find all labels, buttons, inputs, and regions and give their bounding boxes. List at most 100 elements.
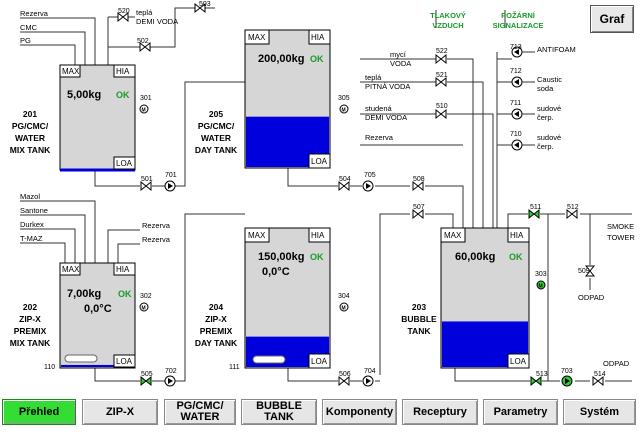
tank-202[interactable]: MAX HIA LOA 7,00kg OK 0,0°C	[59, 262, 136, 369]
valve-713-id: 713	[510, 44, 522, 51]
pump-705-icon[interactable]	[362, 180, 374, 192]
valve-510-label: studená	[365, 104, 393, 113]
mixer-302-id: 302	[140, 293, 152, 300]
mixer-301-id: 301	[140, 95, 152, 102]
tank-205-label: 205 PG/CMC/ WATER DAY TANK	[195, 109, 238, 155]
valve-712-label-2: soda	[537, 84, 554, 93]
odpad-label-2: ODPAD	[603, 359, 630, 368]
valve-710-id: 710	[510, 131, 522, 138]
valve-504-icon[interactable]	[338, 180, 350, 192]
tank-202-temperature: 0,0°C	[84, 303, 112, 315]
valve-508-id: 508	[413, 176, 425, 183]
tank-202-label: 202 ZIP-X PREMIX MIX TANK	[10, 302, 51, 348]
pipe-network	[20, 7, 632, 382]
tank-205-status: OK	[310, 54, 324, 64]
nav-zip-x-button[interactable]: ZIP-X	[82, 399, 158, 425]
valve-521-icon[interactable]	[435, 76, 447, 88]
valve-504-id: 504	[339, 176, 351, 183]
valve-510-label-2: DEMI VODA	[365, 113, 407, 122]
input-rezerva-202-b: Rezerva	[142, 235, 171, 244]
valve-503-icon[interactable]	[194, 2, 206, 14]
input-t-maz: T-MAZ	[20, 234, 43, 243]
nav-parametry-button[interactable]: Parametry	[483, 399, 558, 425]
tank-201-label: 201 PG/CMC/ WATER MIX TANK	[10, 109, 51, 155]
pump-703-icon[interactable]	[561, 375, 573, 387]
tank-202-weight: 7,00kg	[67, 288, 101, 300]
valve-514-icon[interactable]	[592, 375, 604, 387]
valve-511-id: 511	[530, 204, 541, 211]
valve-505-icon[interactable]	[140, 375, 152, 387]
tank-203-loa-tag: LOA	[510, 357, 527, 366]
valve-514-id: 514	[594, 371, 606, 378]
svg-text:205: 205	[209, 109, 223, 119]
pump-701-icon[interactable]	[164, 180, 176, 192]
valve-509-icon[interactable]	[584, 265, 596, 277]
svg-text:PG/CMC/: PG/CMC/	[198, 121, 235, 131]
tank-201[interactable]: MAX HIA LOA 5,00kg OK	[59, 64, 136, 172]
tank-204[interactable]: MAX HIA LOA 150,00kg OK 0,0°C	[244, 227, 331, 369]
valve-710-label-2: čerp.	[537, 142, 554, 151]
valve-511-icon[interactable]	[528, 208, 540, 220]
valve-508-icon[interactable]	[412, 180, 424, 192]
svg-text:PREMIX: PREMIX	[200, 326, 233, 336]
valve-711-id: 711	[510, 100, 521, 107]
valve-520-icon[interactable]	[117, 11, 129, 23]
valve-513-icon[interactable]	[530, 375, 542, 387]
mixer-305-icon[interactable]: M	[339, 104, 349, 114]
svg-text:M: M	[539, 284, 543, 290]
svg-text:201: 201	[23, 109, 37, 119]
graf-button[interactable]: Graf	[590, 5, 634, 33]
valve-501-icon[interactable]	[140, 180, 152, 192]
tank-201-status: OK	[116, 90, 130, 100]
valve-502-id: 502	[137, 38, 149, 45]
input-santone: Santone	[20, 206, 48, 215]
nav-přehled-button[interactable]: Přehled	[2, 399, 76, 425]
valve-712-label: Caustic	[537, 75, 562, 84]
nav-systém-button[interactable]: Systém	[563, 399, 636, 425]
nav-bubble-tank-button[interactable]: BUBBLE TANK	[241, 399, 317, 425]
svg-text:TANK: TANK	[408, 326, 432, 336]
valve-510-icon[interactable]	[435, 108, 447, 120]
tank-203-status: OK	[509, 252, 523, 262]
tank-201-loa-tag: LOA	[116, 159, 133, 168]
pump-702-icon[interactable]	[164, 375, 176, 387]
tank-204-temperature: 0,0°C	[262, 266, 290, 278]
mixer-303-icon[interactable]: M	[536, 280, 546, 290]
svg-text:MIX TANK: MIX TANK	[10, 338, 51, 348]
tank-203[interactable]: MAX HIA LOA 60,00kg OK	[440, 227, 530, 369]
valve-713-label: ANTIFOAM	[537, 45, 576, 54]
pozarni-signalizace-label-2: SIGNALIZACE	[493, 21, 544, 30]
svg-text:ZIP-X: ZIP-X	[205, 314, 227, 324]
input-pg: PG	[20, 36, 31, 45]
tank-205[interactable]: MAX HIA LOA 200,00kg OK	[244, 29, 331, 169]
mixer-301-icon[interactable]: M	[139, 104, 149, 114]
pump-712-icon[interactable]	[511, 76, 523, 88]
nav-receptury-button[interactable]: Receptury	[402, 399, 478, 425]
valve-711-label-2: čerp.	[537, 113, 554, 122]
valve-522-icon[interactable]	[435, 53, 447, 65]
tank-203-weight: 60,00kg	[455, 251, 495, 263]
pump-710-icon[interactable]	[511, 139, 523, 151]
svg-text:203: 203	[412, 302, 426, 312]
valve-507-icon[interactable]	[412, 208, 424, 220]
valve-502-icon[interactable]	[139, 41, 151, 53]
valve-705-id: 705	[364, 172, 376, 179]
pump-704-icon[interactable]	[362, 375, 374, 387]
mixer-302-icon[interactable]: M	[139, 302, 149, 312]
valve-513-id: 513	[536, 371, 548, 378]
tank-205-hia-tag: HIA	[311, 33, 325, 42]
pump-711-icon[interactable]	[511, 108, 523, 120]
valve-506-icon[interactable]	[338, 375, 350, 387]
valve-704-id: 704	[364, 368, 376, 375]
tank-204-label: 204 ZIP-X PREMIX DAY TANK	[195, 302, 238, 348]
valve-701-id: 701	[165, 172, 177, 179]
nav-komponenty-button[interactable]: Komponenty	[322, 399, 397, 425]
svg-text:M: M	[142, 108, 146, 114]
valve-512-icon[interactable]	[566, 208, 578, 220]
valve-507-id: 507	[413, 204, 425, 211]
valve-522-label-2: VODA	[390, 59, 411, 68]
nav-pg-cmc-water-button[interactable]: PG/CMC/ WATER	[164, 399, 236, 425]
tank-204-heater-indicator	[252, 355, 286, 364]
mixer-304-icon[interactable]: M	[339, 302, 349, 312]
tank-203-hia-tag: HIA	[510, 231, 524, 240]
